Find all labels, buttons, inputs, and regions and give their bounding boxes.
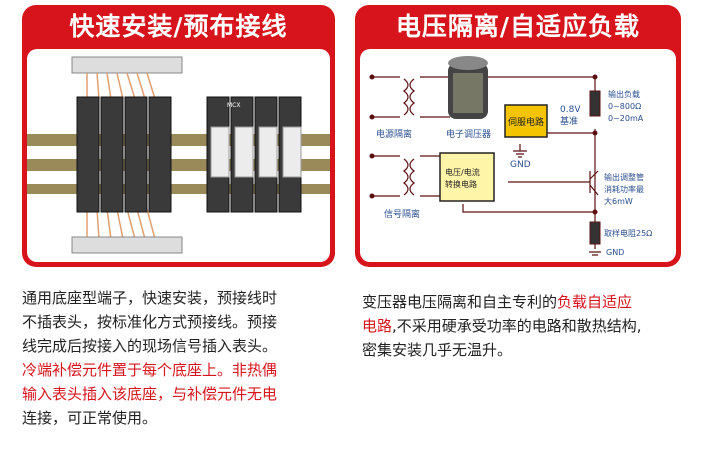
text-line: 不插表头，按标准化方式预接线。预接: [22, 313, 278, 331]
label-ref: 基准: [560, 115, 578, 127]
text-highlight: 电路: [362, 317, 393, 335]
label-power-isolation: 电源隔离: [376, 128, 412, 140]
text-highlight: 负载自适应: [557, 293, 633, 311]
label-converter-2: 转换电路: [445, 179, 477, 189]
text-line-highlight: 冷端补偿元件置于每个底座上。非热偶: [22, 361, 278, 379]
text-line: 通用底座型端子，快速安装，预接线时: [22, 289, 278, 307]
text-segment: ,不采用硬承受功率的电路和散热结构,: [392, 317, 642, 335]
label-signal-isolation: 信号隔离: [384, 208, 420, 220]
text-line: 连接，可正常使用。: [22, 409, 158, 427]
label-tube-3: 大6mW: [604, 196, 633, 206]
label-electronic-regulator: 电子调压器: [446, 128, 491, 140]
circuit-diagram: 电源隔离 电子调压器 伺服电路 0.8V 基准 GND 电压/电流 转换电路 信…: [360, 49, 676, 262]
module-label: MCX: [227, 102, 240, 109]
label-load-3: 0~20mA: [608, 114, 644, 123]
label-load-1: 输出负载: [608, 89, 640, 99]
left-description: 通用底座型端子，快速安装，预接线时 不插表头，按标准化方式预接线。预接 线完成后…: [22, 286, 277, 430]
regulator-icon: [448, 56, 488, 119]
terminal-block-illustration: MCX: [27, 49, 330, 262]
text-segment: 变压器电压隔离和自主专利的: [362, 293, 558, 311]
label-converter-1: 电压/电流: [445, 167, 480, 177]
panel-title: 快速安装/预布接线: [69, 12, 288, 41]
label-servo: 伺服电路: [508, 116, 544, 128]
right-description: 变压器电压隔离和自主专利的负载自适应 电路,不采用硬承受功率的电路和散热结构, …: [362, 290, 697, 362]
label-gnd2: GND: [606, 248, 624, 257]
text-line: 线完成后按接入的现场信号插入表头。: [22, 337, 278, 355]
text-line-highlight: 输入表头插入该底座，与补偿元件无电: [22, 385, 278, 403]
label-sample-res: 取样电阻25Ω: [604, 228, 652, 238]
voltage-isolation-panel: 电压隔离/自适应负载 电源隔离: [355, 5, 681, 267]
label-tube-1: 输出调整管: [604, 172, 644, 182]
quick-install-panel: 快速安装/预布接线 MCX: [22, 5, 335, 267]
panel-title: 电压隔离/自适应负载: [395, 12, 641, 41]
label-tube-2: 消耗功率最: [604, 184, 644, 194]
text-line: 密集安装几乎无温升。: [362, 341, 513, 359]
label-gnd1: GND: [510, 160, 531, 170]
label-load-2: 0~800Ω: [608, 102, 641, 111]
label-ref-voltage: 0.8V: [560, 105, 581, 115]
